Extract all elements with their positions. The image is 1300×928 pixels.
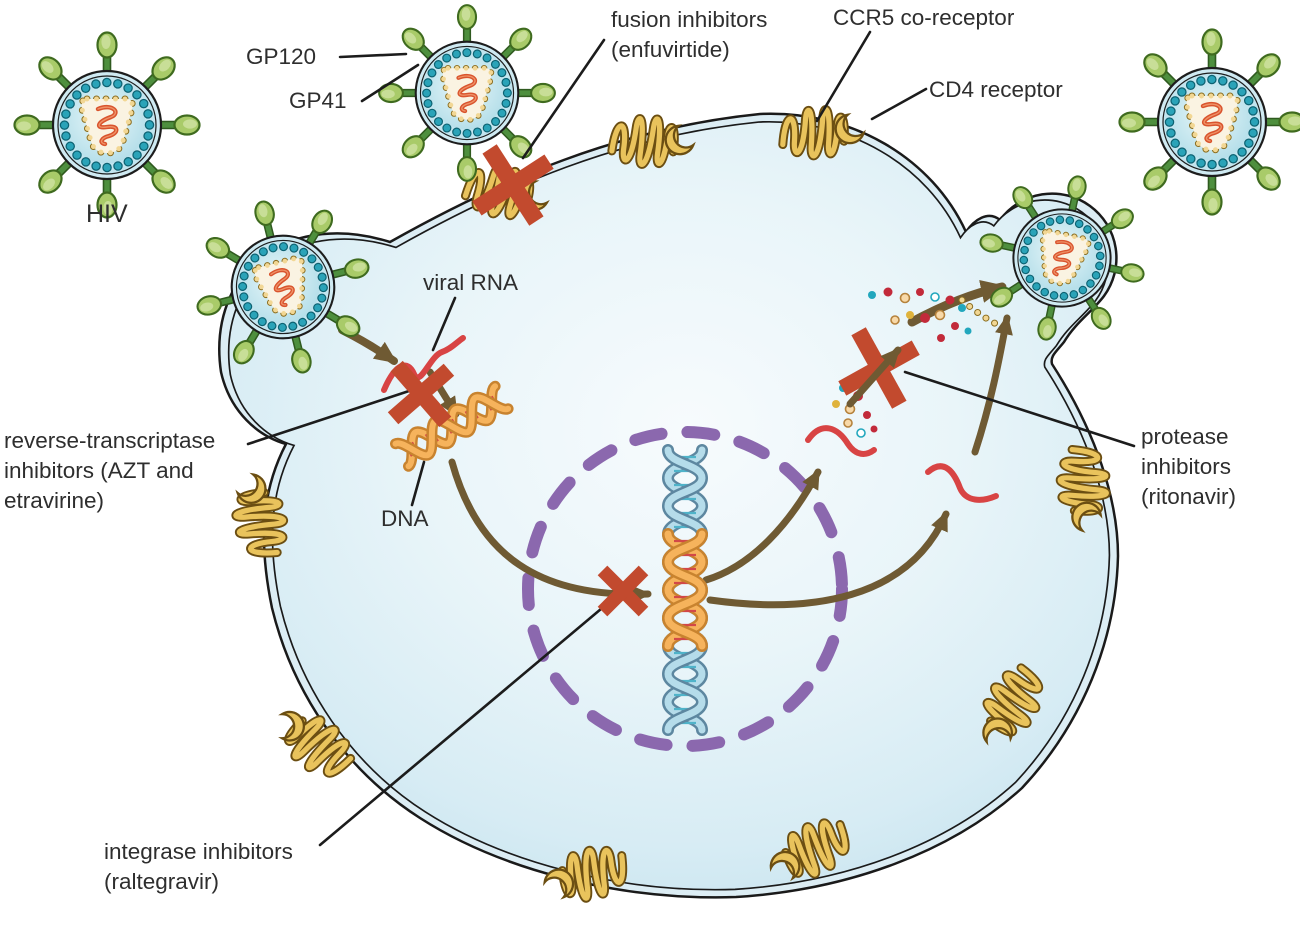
ccr5-label: CCR5 co-receptor — [833, 5, 1015, 30]
rt-inhibitor-x-icon — [387, 360, 455, 428]
arrow-through-protease-x — [846, 346, 902, 408]
leader-lines — [246, 30, 1136, 847]
hiv-label: HIV — [86, 200, 128, 228]
arrow-integration — [448, 458, 652, 604]
dna-leader-line — [410, 460, 426, 507]
integrase-inhibitor-x-icon — [597, 565, 649, 617]
viral-dna-icon — [390, 380, 514, 472]
nucleus-dashed-envelope — [522, 426, 848, 752]
viral-rna-label: viral RNA — [423, 270, 519, 295]
virions — [15, 5, 1300, 393]
gp41-leader-line — [360, 63, 420, 103]
rt-inhibitors-label: reverse-transcriptase inhibitors (AZT an… — [4, 428, 216, 513]
viral-protein-dots — [832, 287, 972, 438]
protease-inhibitors-label: protease inhibitors (ritonavir) — [1141, 424, 1237, 509]
hiv-virion-attaching — [379, 5, 555, 181]
mrna-icon-1 — [805, 425, 877, 457]
viral-rna-leader-line — [431, 296, 457, 352]
fusion-inhibitors-leader-line — [521, 38, 606, 160]
arrow-transcription-2 — [706, 510, 950, 609]
fusion-inhibitors-label: fusion inhibitors (enfuvirtide) — [611, 7, 768, 62]
hiv-virion-free-right — [1120, 30, 1300, 215]
nuclear-dna-icon — [661, 444, 709, 736]
protease-inhibitors-leader-line — [903, 370, 1136, 448]
integrase-inhibitors-leader-line — [318, 591, 622, 847]
arrow-transcription-1 — [702, 468, 822, 584]
hiv-virion-free-left — [15, 33, 200, 218]
gp120-leader-line — [338, 52, 408, 59]
dna-label: DNA — [381, 506, 429, 531]
gp120-label: GP120 — [246, 44, 317, 69]
cd4-label: CD4 receptor — [929, 77, 1063, 102]
gp41-label: GP41 — [289, 88, 347, 113]
fusion-inhibitor-x-icon — [472, 144, 554, 226]
ccr5-leader-line — [815, 30, 872, 123]
cd4-leader-line — [870, 87, 928, 121]
arrow-to-budding-1 — [971, 314, 1013, 456]
integrase-inhibitors-label: integrase inhibitors (raltegravir) — [104, 839, 293, 894]
mrna-icon-2 — [925, 463, 999, 503]
rt-inhibitors-leader-line — [246, 388, 414, 446]
